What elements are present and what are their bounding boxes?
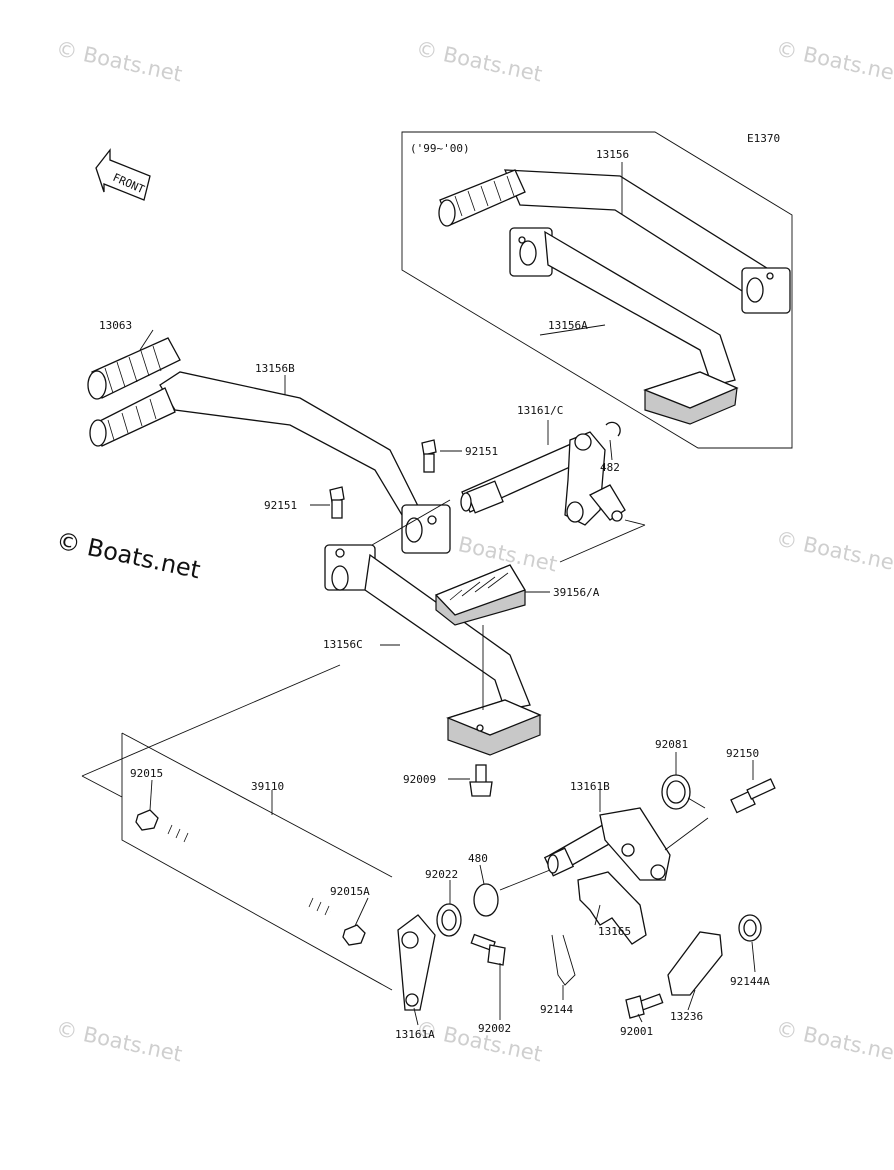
spring-92144A [738,914,762,942]
grip-13063 [87,337,181,400]
label-92015: 92015 [130,767,163,780]
bolt-92151-b [329,486,345,519]
label-13063: 13063 [99,319,132,332]
label-92151: 92151 [465,445,498,458]
arm-13236 [667,931,723,996]
label-13156B: 13156B [255,362,295,375]
watermark: © Boats.net [54,1016,184,1066]
leader-lines [81,162,756,1026]
label-92015A: 92015A [330,885,370,898]
label-92144: 92144 [540,1003,573,1016]
shaft-13161C [460,421,626,526]
watermark-large: © Boats.net [54,526,203,584]
variant-inset: ('99~'00) [401,131,793,449]
front-arrow-icon: FRONT [95,148,151,201]
label-480: 480 [468,852,488,865]
nut-92015A [342,924,366,946]
bolt-92009 [469,764,493,797]
label-92144A: 92144A [730,975,770,988]
label-482: 482 [600,461,620,474]
circlip-480 [473,883,499,917]
label-92001: 92001 [620,1025,653,1038]
spring-92144 [551,934,576,986]
label-92009: 92009 [403,773,436,786]
watermark: © Boats.net [774,36,894,86]
lever-13156B [89,371,451,554]
variant-label: ('99~'00) [410,142,470,155]
plate-13165 [577,871,647,945]
label-13161C: 13161/C [517,404,563,417]
nut-92015 [135,809,159,831]
label-13161A: 13161A [395,1028,435,1041]
spring-92081 [661,774,706,810]
label-13156A: 13156A [548,319,588,332]
bolt-92001 [625,993,664,1019]
arm-13161A [397,914,436,1011]
brake-lever-13156C [324,544,542,756]
label-92150: 92150 [726,747,759,760]
diagram-code: E1370 [747,132,780,145]
watermark: © Boats.net [54,36,184,86]
label-92151: 92151 [264,499,297,512]
watermark: © Boats.net [774,1016,894,1066]
label-13236: 13236 [670,1010,703,1023]
bolt-92002 [470,933,506,966]
label-13165: 13165 [598,925,631,938]
part-labels: 13156 13156A 13063 13156B 13161/C 482 92… [99,148,770,1041]
watermark: © Boats.net [774,526,894,576]
rod-39110 [167,824,331,916]
label-92022: 92022 [425,868,458,881]
label-13156: 13156 [596,148,629,161]
pin-92150 [730,778,776,814]
watermark: © Boats.net [414,36,544,86]
label-13156C: 13156C [323,638,363,651]
label-92002: 92002 [478,1022,511,1035]
label-39156A: 39156/A [553,586,600,599]
bolt-92151-a [421,439,437,473]
shaft-13161B [543,807,671,881]
label-39110: 39110 [251,780,284,793]
label-13161B: 13161B [570,780,610,793]
pedal-pad-39156A [434,564,526,626]
label-92081: 92081 [655,738,688,751]
